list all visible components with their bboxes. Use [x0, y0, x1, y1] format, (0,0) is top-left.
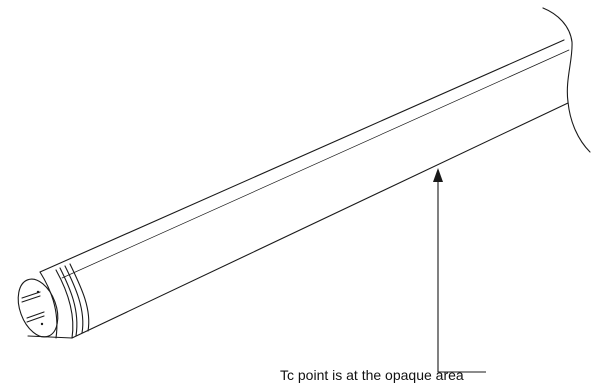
- tube-bottom-edge: [71, 102, 569, 339]
- tube-break-edge: [542, 7, 591, 153]
- end-cap-bottom: [27, 335, 73, 339]
- end-cap-side: [39, 271, 58, 339]
- end-cap-ring-2: [59, 267, 78, 337]
- callout-arrow-line: [437, 180, 486, 373]
- end-cap-ring-4: [69, 263, 90, 332]
- end-cap-ring-3: [64, 265, 84, 334]
- pin-lower-b: [26, 315, 45, 323]
- end-cap-face: [17, 278, 59, 338]
- tube-top-edge: [39, 39, 565, 273]
- cap-dot-2: [40, 322, 44, 326]
- end-cap-ring-1: [55, 269, 74, 339]
- tube-inner-line: [61, 49, 570, 279]
- callout-arrow-head: [433, 168, 443, 182]
- pin-lower: [26, 311, 45, 319]
- pin-upper-b: [21, 295, 41, 303]
- cap-dot-1: [36, 290, 40, 294]
- pin-upper: [21, 291, 41, 299]
- callout-label: Tc point is at the opaque area: [280, 367, 464, 383]
